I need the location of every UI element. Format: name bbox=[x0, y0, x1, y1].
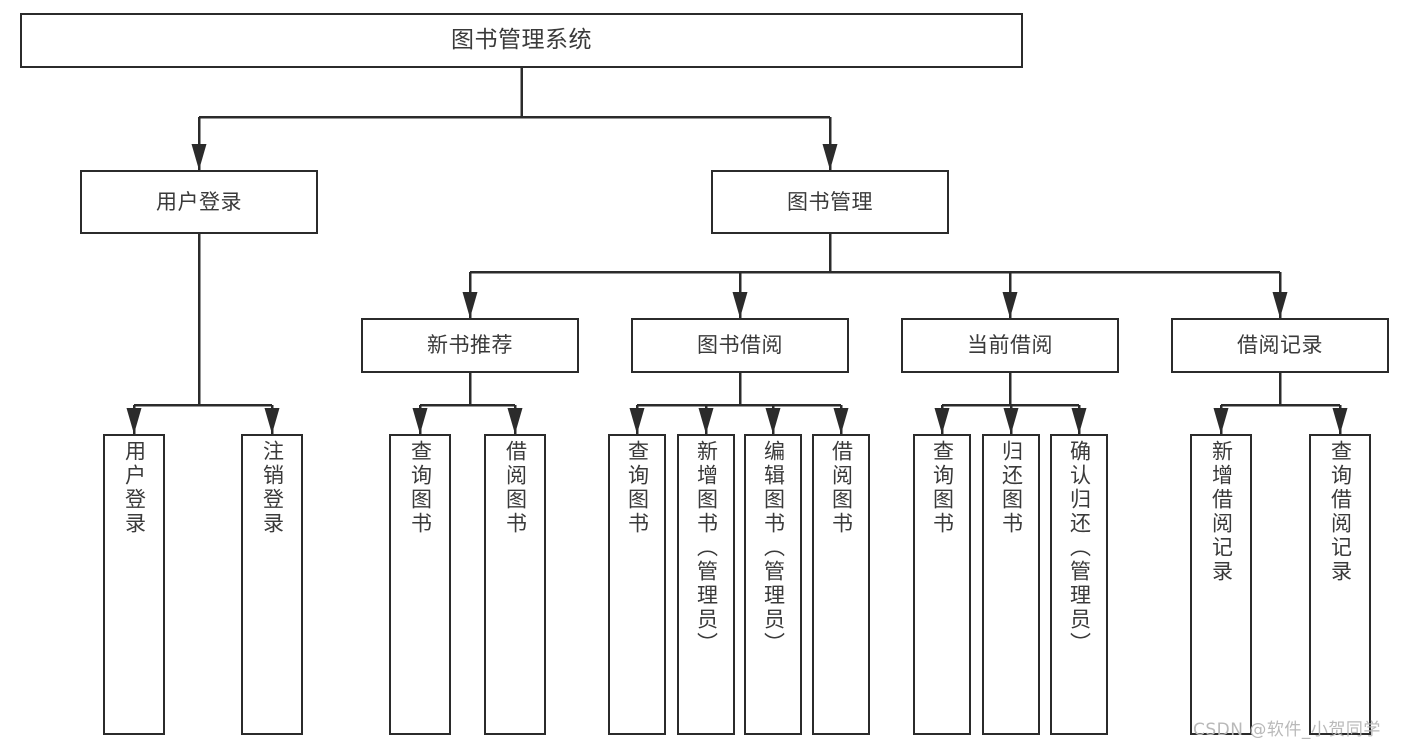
arrowhead-icon bbox=[1003, 408, 1019, 434]
arrowhead-icon bbox=[1332, 408, 1348, 434]
node-n16[interactable]: 归还图书 bbox=[982, 434, 1040, 735]
node-label: 当前借阅 bbox=[967, 333, 1053, 358]
arrowhead-icon bbox=[412, 408, 428, 434]
node-n10[interactable]: 借阅图书 bbox=[484, 434, 546, 735]
node-label: 查询图书 bbox=[408, 440, 433, 536]
node-label: 用户登录 bbox=[122, 440, 147, 536]
arrowhead-icon bbox=[126, 408, 142, 434]
node-n3[interactable]: 新书推荐 bbox=[361, 318, 579, 373]
node-n19[interactable]: 查询借阅记录 bbox=[1309, 434, 1371, 735]
node-n7[interactable]: 用户登录 bbox=[103, 434, 165, 735]
node-n14[interactable]: 借阅图书 bbox=[812, 434, 870, 735]
node-label: 图书借阅 bbox=[697, 333, 783, 358]
node-n15[interactable]: 查询图书 bbox=[913, 434, 971, 735]
node-n5[interactable]: 当前借阅 bbox=[901, 318, 1119, 373]
arrowhead-icon bbox=[1272, 292, 1288, 318]
arrowhead-icon bbox=[264, 408, 280, 434]
node-n12[interactable]: 新增图书（管理员） bbox=[677, 434, 735, 735]
node-label: 新增图书（管理员） bbox=[694, 440, 719, 656]
arrowhead-icon bbox=[765, 408, 781, 434]
arrowhead-icon bbox=[732, 292, 748, 318]
node-label: 注销登录 bbox=[260, 440, 285, 536]
node-label: 确认归还（管理员） bbox=[1067, 440, 1092, 656]
node-label: 归还图书 bbox=[999, 440, 1024, 536]
arrowhead-icon bbox=[191, 144, 207, 170]
csdn-watermark: CSDN @软件_小贺同学 bbox=[1193, 720, 1381, 740]
arrowhead-icon bbox=[507, 408, 523, 434]
node-label: 借阅图书 bbox=[503, 440, 528, 536]
node-label: 图书管理系统 bbox=[451, 27, 592, 54]
arrowhead-icon bbox=[822, 144, 838, 170]
node-n11[interactable]: 查询图书 bbox=[608, 434, 666, 735]
root-node[interactable]: 图书管理系统 bbox=[20, 13, 1023, 68]
arrowhead-icon bbox=[1002, 292, 1018, 318]
node-n8[interactable]: 注销登录 bbox=[241, 434, 303, 735]
node-n1[interactable]: 用户登录 bbox=[80, 170, 318, 234]
node-n2[interactable]: 图书管理 bbox=[711, 170, 949, 234]
node-label: 新书推荐 bbox=[427, 333, 513, 358]
node-n6[interactable]: 借阅记录 bbox=[1171, 318, 1389, 373]
node-n17[interactable]: 确认归还（管理员） bbox=[1050, 434, 1108, 735]
arrowhead-icon bbox=[1213, 408, 1229, 434]
node-n4[interactable]: 图书借阅 bbox=[631, 318, 849, 373]
arrowhead-icon bbox=[833, 408, 849, 434]
arrowhead-icon bbox=[934, 408, 950, 434]
arrowhead-icon bbox=[698, 408, 714, 434]
node-label: 借阅图书 bbox=[829, 440, 854, 536]
node-label: 查询图书 bbox=[625, 440, 650, 536]
node-n9[interactable]: 查询图书 bbox=[389, 434, 451, 735]
node-label: 新增借阅记录 bbox=[1209, 440, 1234, 584]
node-label: 查询图书 bbox=[930, 440, 955, 536]
node-label: 借阅记录 bbox=[1237, 333, 1323, 358]
node-n18[interactable]: 新增借阅记录 bbox=[1190, 434, 1252, 735]
arrowhead-icon bbox=[462, 292, 478, 318]
arrowhead-icon bbox=[1071, 408, 1087, 434]
node-label: 用户登录 bbox=[156, 189, 242, 214]
node-label: 查询借阅记录 bbox=[1328, 440, 1353, 584]
node-n13[interactable]: 编辑图书（管理员） bbox=[744, 434, 802, 735]
arrowhead-icon bbox=[629, 408, 645, 434]
node-label: 图书管理 bbox=[787, 189, 873, 214]
node-label: 编辑图书（管理员） bbox=[761, 440, 786, 656]
